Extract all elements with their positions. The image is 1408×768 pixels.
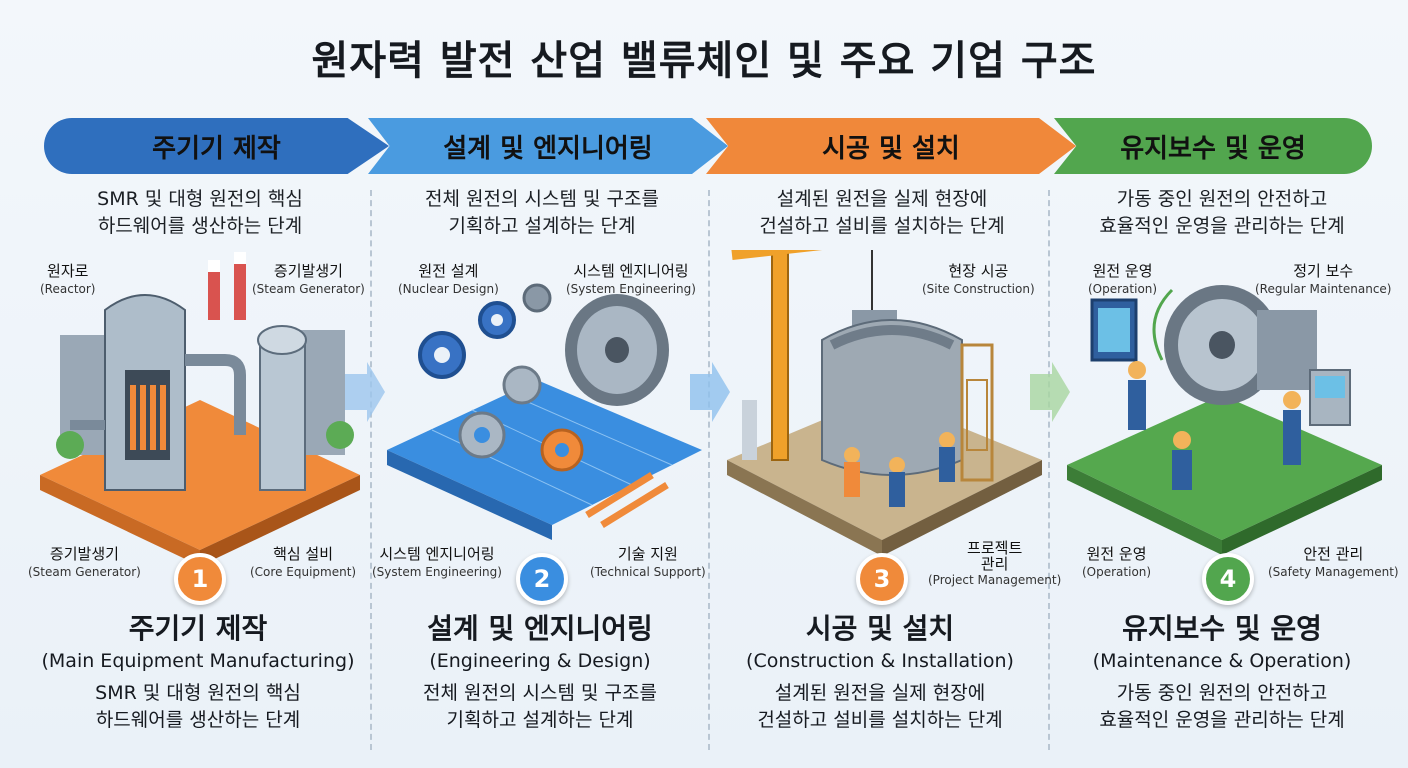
blueprint-illustration	[387, 283, 702, 540]
label-reactor: 원자로(Reactor)	[40, 262, 96, 296]
label-operation: 원전 운영(Operation)	[1082, 545, 1152, 579]
page-title: 원자력 발전 산업 밸류체인 및 주요 기업 구조	[311, 38, 1097, 84]
reactor-illustration	[40, 252, 360, 566]
stage-english-title: (Engineering & Design)	[429, 650, 651, 672]
divider	[370, 190, 372, 750]
label-nuclear-design: 원전 설계(Nuclear Design)	[398, 262, 499, 296]
maintenance-illustration	[1067, 285, 1382, 555]
divider	[708, 190, 710, 750]
stage-4-banner: 유지보수 및 운영	[1054, 118, 1372, 174]
stage-title: 시공 및 설치	[805, 612, 955, 645]
stage-english-title: (Maintenance & Operation)	[1092, 650, 1352, 672]
divider	[1048, 190, 1050, 750]
label-operation: 원전 운영(Operation)	[1088, 262, 1158, 296]
stage-title: 설계 및 엔지니어링	[427, 612, 653, 645]
label-regular-maintenance: 정기 보수(Regular Maintenance)	[1255, 262, 1392, 296]
label-project-management: 프로젝트 관리(Project Management)	[928, 539, 1062, 587]
stage-english-title: (Construction & Installation)	[746, 650, 1014, 672]
arrow-right-icon	[1030, 362, 1070, 422]
stage-4-summary: 유지보수 및 운영 (Maintenance & Operation) 가동 중…	[1052, 610, 1392, 734]
stage-1-banner: 주기기 제작	[44, 118, 389, 174]
stage-3-summary: 시공 및 설치 (Construction & Installation) 설계…	[710, 610, 1050, 734]
label-system-engineering: 시스템 엔지니어링(System Engineering)	[566, 262, 696, 296]
arrow-right-icon	[345, 362, 385, 422]
label-site-construction: 현장 시공(Site Construction)	[922, 262, 1035, 296]
label-core-equipment: 핵심 설비(Core Equipment)	[250, 545, 357, 579]
stage-number-badge: 2	[516, 553, 568, 605]
stage-1-summary: 주기기 제작 (Main Equipment Manufacturing) SM…	[28, 610, 368, 734]
label-technical-support: 기술 지원(Technical Support)	[590, 545, 706, 579]
stage-title: 주기기 제작	[128, 612, 268, 645]
stage-3-banner: 시공 및 설치	[706, 118, 1076, 174]
stage-2-banner: 설계 및 엔지니어링	[368, 118, 728, 174]
label-steam-generator: 증기발생기(Steam Generator)	[252, 262, 365, 296]
stage-number-badge: 3	[856, 553, 908, 605]
stage-number-badge: 1	[174, 553, 226, 605]
stage-title: 유지보수 및 운영	[1122, 612, 1322, 645]
label-steam-generator: 증기발생기(Steam Generator)	[28, 545, 141, 579]
arrow-right-icon	[690, 362, 730, 422]
stage-2-summary: 설계 및 엔지니어링 (Engineering & Design) 전체 원전의…	[370, 610, 710, 734]
stage-number-badge: 4	[1202, 553, 1254, 605]
stage-english-title: (Main Equipment Manufacturing)	[41, 650, 355, 672]
construction-illustration	[727, 250, 1042, 556]
label-system-engineering: 시스템 엔지니어링(System Engineering)	[372, 545, 502, 579]
label-safety-management: 안전 관리(Safety Management)	[1268, 545, 1399, 579]
